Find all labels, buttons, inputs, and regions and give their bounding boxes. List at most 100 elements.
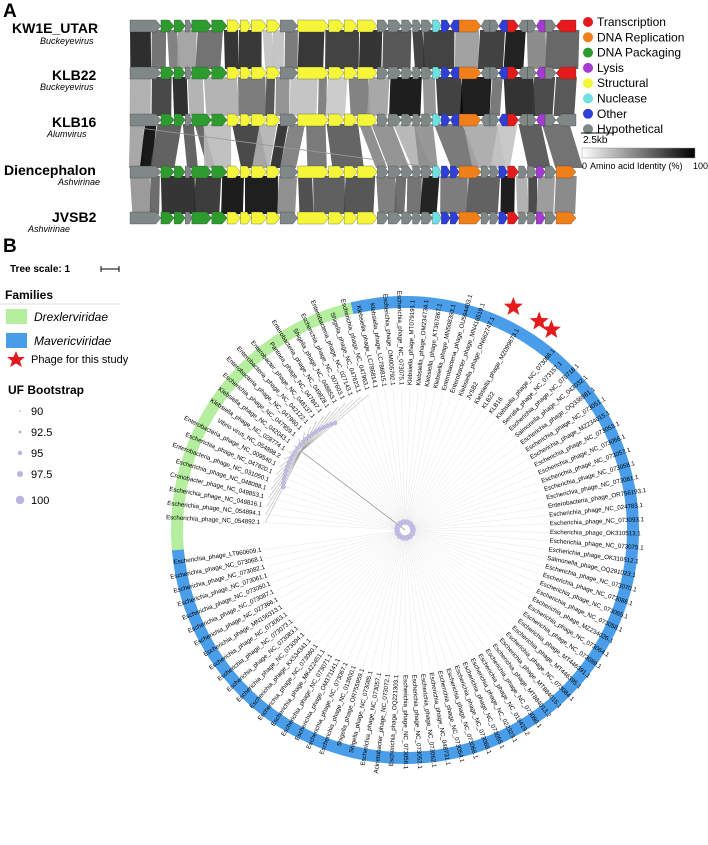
synteny-ribbon — [194, 176, 222, 214]
bootstrap-node — [409, 524, 415, 530]
panel-b-label: B — [3, 236, 17, 257]
legend-dot — [583, 17, 593, 27]
legend-label: DNA Replication — [597, 30, 684, 44]
synteny-ribbon — [382, 30, 411, 69]
leaf-guide — [412, 534, 530, 598]
bootstrap-100: 100 — [31, 495, 49, 507]
bootstrap-95: 95 — [31, 448, 43, 460]
bootstrap-node — [282, 476, 287, 481]
synteny-ribbon — [423, 77, 436, 116]
leaf-guide — [409, 537, 478, 652]
legend-label: Lysis — [597, 61, 624, 75]
genome-label-kw1e: KW1E_UTAR Buckeyevirus — [12, 20, 98, 46]
gene-arrow — [130, 67, 161, 79]
synteny-ribbon — [376, 176, 397, 214]
synteny-ribbon — [344, 176, 376, 214]
synteny-ribbon — [204, 77, 240, 116]
genome-group: Ashvirinae — [57, 177, 100, 187]
synteny-ribbon — [221, 176, 244, 214]
synteny-ribbon — [455, 30, 479, 69]
leaf-guide — [407, 538, 447, 666]
leaf-guide — [413, 515, 546, 529]
gene-arrow — [298, 67, 329, 79]
synteny-ribbon — [490, 77, 503, 116]
synteny-ribbon — [130, 77, 151, 116]
leaf-guide — [412, 474, 535, 526]
leaf-guide — [275, 473, 398, 526]
leaf-guide — [408, 537, 455, 662]
synteny-ribbon — [348, 77, 370, 116]
synteny-ribbon — [440, 176, 468, 214]
leaf-guide — [352, 398, 402, 522]
leaf-guide — [412, 534, 526, 604]
identity-title: Amino acid Identity (%) — [590, 161, 683, 171]
synteny-ribbon — [436, 77, 463, 116]
legend-label: Nuclease — [597, 92, 647, 106]
gene-arrow — [357, 212, 377, 224]
bootstrap-node — [281, 480, 286, 485]
scale-bar-label: 2.5kb — [583, 135, 608, 146]
tree-scale: Tree scale: 1 — [10, 264, 119, 275]
leaf-guide — [409, 537, 471, 656]
bootstrap-node — [333, 421, 338, 426]
panel-a-label: A — [3, 1, 17, 22]
leaf-guide — [413, 499, 544, 529]
bootstrap-97-5: 97.5 — [31, 469, 52, 481]
synteny-ribbon — [195, 30, 223, 69]
synteny-ribbon — [554, 77, 577, 116]
synteny-ribbon — [273, 30, 284, 69]
synteny-ribbon — [325, 30, 359, 69]
study-star-icon — [542, 320, 561, 338]
gene-arrow — [298, 166, 329, 178]
leaf-guide — [408, 537, 463, 659]
synteny-ribbon — [532, 77, 556, 116]
identity-colorbar: 0 Amino acid Identity (%) 100 — [582, 148, 708, 171]
synteny-ribbon — [460, 77, 492, 116]
leaf-guide — [278, 466, 397, 527]
synteny-ribbon — [152, 77, 172, 116]
leaf-guide — [412, 467, 532, 527]
legend-dot — [583, 109, 593, 119]
panel-b-phylogeny: B Tree scale: 1 Families Drexlerviridae … — [0, 232, 708, 840]
genome-map-svg: A KW1E_UTAR Buckeyevirus KLB22 Buckeyevi… — [0, 0, 708, 232]
synteny-ribbon — [188, 77, 205, 116]
legend-dot — [583, 78, 593, 88]
legend-dot — [583, 32, 593, 42]
bootstrap-node — [283, 472, 288, 477]
study-star-icon — [504, 297, 523, 315]
leaf-guide — [348, 537, 402, 660]
gene-arrow — [508, 212, 519, 224]
leaf-guide — [273, 533, 398, 583]
legend-label: Transcription — [597, 15, 666, 29]
synteny-ribbon — [466, 176, 500, 214]
gene-arrow — [130, 114, 161, 126]
leaf-guide — [263, 523, 397, 530]
synteny-ribbon — [306, 124, 327, 168]
genome-name: KLB16 — [52, 114, 97, 130]
bootstrap-dot — [16, 496, 24, 504]
leaf-guide — [412, 533, 534, 589]
synteny-ribbon — [238, 77, 266, 116]
synteny-ribbon — [298, 30, 325, 69]
families-title: Families — [5, 288, 53, 302]
synteny-ribbon — [536, 176, 555, 214]
synteny-ribbon — [161, 176, 196, 214]
bootstrap-node — [281, 485, 286, 490]
leaf-guide — [364, 538, 403, 666]
legend-label: Hypothetical — [597, 122, 663, 136]
synteny-ribbon — [224, 30, 239, 69]
synteny-ribbon — [500, 176, 514, 214]
identity-max: 100 — [693, 161, 708, 171]
synteny-ribbon — [245, 176, 278, 214]
leaf-guide — [406, 538, 430, 670]
leaf-guide — [412, 533, 537, 582]
leaf-guide — [407, 538, 439, 668]
gene-arrow — [459, 20, 481, 32]
bootstrap-title: UF Bootstrap — [8, 383, 84, 397]
synteny-ribbon — [239, 30, 262, 69]
leaf-guide — [397, 538, 405, 672]
genome-label-klb22: KLB22 Buckeyevirus — [40, 67, 97, 92]
leaf-guide — [408, 402, 467, 523]
gene-arrow — [459, 166, 481, 178]
